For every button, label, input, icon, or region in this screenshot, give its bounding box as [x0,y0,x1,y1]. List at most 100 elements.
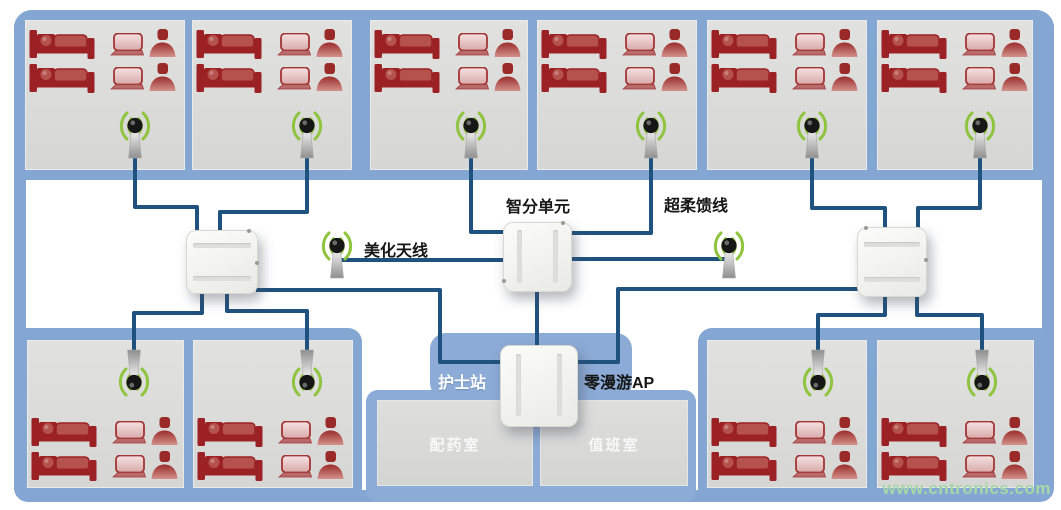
bed-icon [881,30,947,59]
patient-icon [151,451,178,479]
laptop-icon [962,67,996,90]
patient-icon [661,63,688,91]
zero-roaming-ap-label: 零漫游AP [584,375,655,392]
room-icon-row [711,451,859,481]
patient-room [25,20,185,170]
room-icon-row [881,63,1029,93]
bed-icon [31,418,97,447]
patient-icon [149,29,176,57]
room-icon-row [881,417,1029,447]
wifi-antenna [794,110,830,160]
watermark: www.cntronics.com [882,479,1051,498]
room-icon-row [374,29,522,59]
ultra-soft-feeder-label: 超柔馈线 [664,198,729,215]
beautified-antenna [319,230,355,280]
network-cable [915,294,984,354]
patient-icon [1001,29,1028,57]
patient-icon [149,63,176,91]
patient-icon [151,417,178,445]
network-cable [916,156,982,229]
room-icon-row [881,451,1029,481]
room-icon-row [196,29,344,59]
room-icon-row [31,417,179,447]
network-cable [133,156,199,230]
room-icon-row [711,417,859,447]
bed-icon [374,30,440,59]
bed-icon [711,452,777,481]
wifi-antenna [116,348,152,398]
laptop-icon [455,67,489,90]
laptop-icon [792,33,826,56]
smart-distribution-unit-center [502,221,572,292]
room-icon-row [711,29,859,59]
smart-distribution-unit-label: 智分单元 [505,199,570,216]
wifi-antenna-icon [713,231,745,279]
bed-icon [29,30,95,59]
patient-room [877,20,1033,170]
bed-icon [541,30,607,59]
room-icon-row [541,29,689,59]
laptop-icon [278,455,312,478]
wifi-antenna-icon [796,111,828,159]
bed-icon [711,418,777,447]
room-icon-row [197,451,345,481]
bed-icon [196,30,262,59]
nurse-station-label: 护士站 [438,375,487,392]
patient-room [27,340,184,488]
patient-icon [1001,63,1028,91]
bed-icon [881,418,947,447]
laptop-icon [277,33,311,56]
laptop-icon [962,455,996,478]
wifi-antenna [289,348,325,398]
patient-room [537,20,697,170]
room-icon-row [29,29,177,59]
patient-room [877,340,1034,488]
network-cable [132,293,204,354]
wifi-antenna-icon [291,111,323,159]
bed-icon [31,452,97,481]
patient-icon [831,417,858,445]
smart-distribution-unit-right [857,226,928,297]
laptop-icon [112,421,146,444]
wifi-antenna-icon [635,111,667,159]
patient-icon [661,29,688,57]
network-cable [816,294,887,354]
room-icon-row [541,63,689,93]
wifi-antenna-icon [455,111,487,159]
laptop-icon [110,33,144,56]
laptop-icon [278,421,312,444]
room-icon-row [196,63,344,93]
room-icon-row [29,63,177,93]
room-icon-row [197,417,345,447]
network-cable [575,287,860,364]
room-icon-row [881,29,1029,59]
bed-icon [374,64,440,93]
network-cable [225,293,309,354]
laptop-icon [962,421,996,444]
wifi-antenna [800,348,836,398]
beautified-antenna-label: 美化天线 [364,243,429,260]
dispensing-room: 配药室 [377,400,533,486]
wifi-antenna-icon [966,349,998,397]
wifi-antenna [962,110,998,160]
laptop-icon [962,33,996,56]
patient-room [707,340,867,488]
bed-icon [196,64,262,93]
wifi-antenna [117,110,153,160]
laptop-icon [622,33,656,56]
laptop-icon [455,33,489,56]
network-cable [218,156,309,230]
bed-icon [197,452,263,481]
duty-room-label: 值班室 [588,437,640,454]
patient-room [193,340,353,488]
bed-icon [881,64,947,93]
patient-icon [831,451,858,479]
beautified-antenna [711,230,747,280]
bed-icon [29,64,95,93]
laptop-icon [622,67,656,90]
room-icon-row [31,451,179,481]
wifi-antenna [453,110,489,160]
bed-icon [711,30,777,59]
